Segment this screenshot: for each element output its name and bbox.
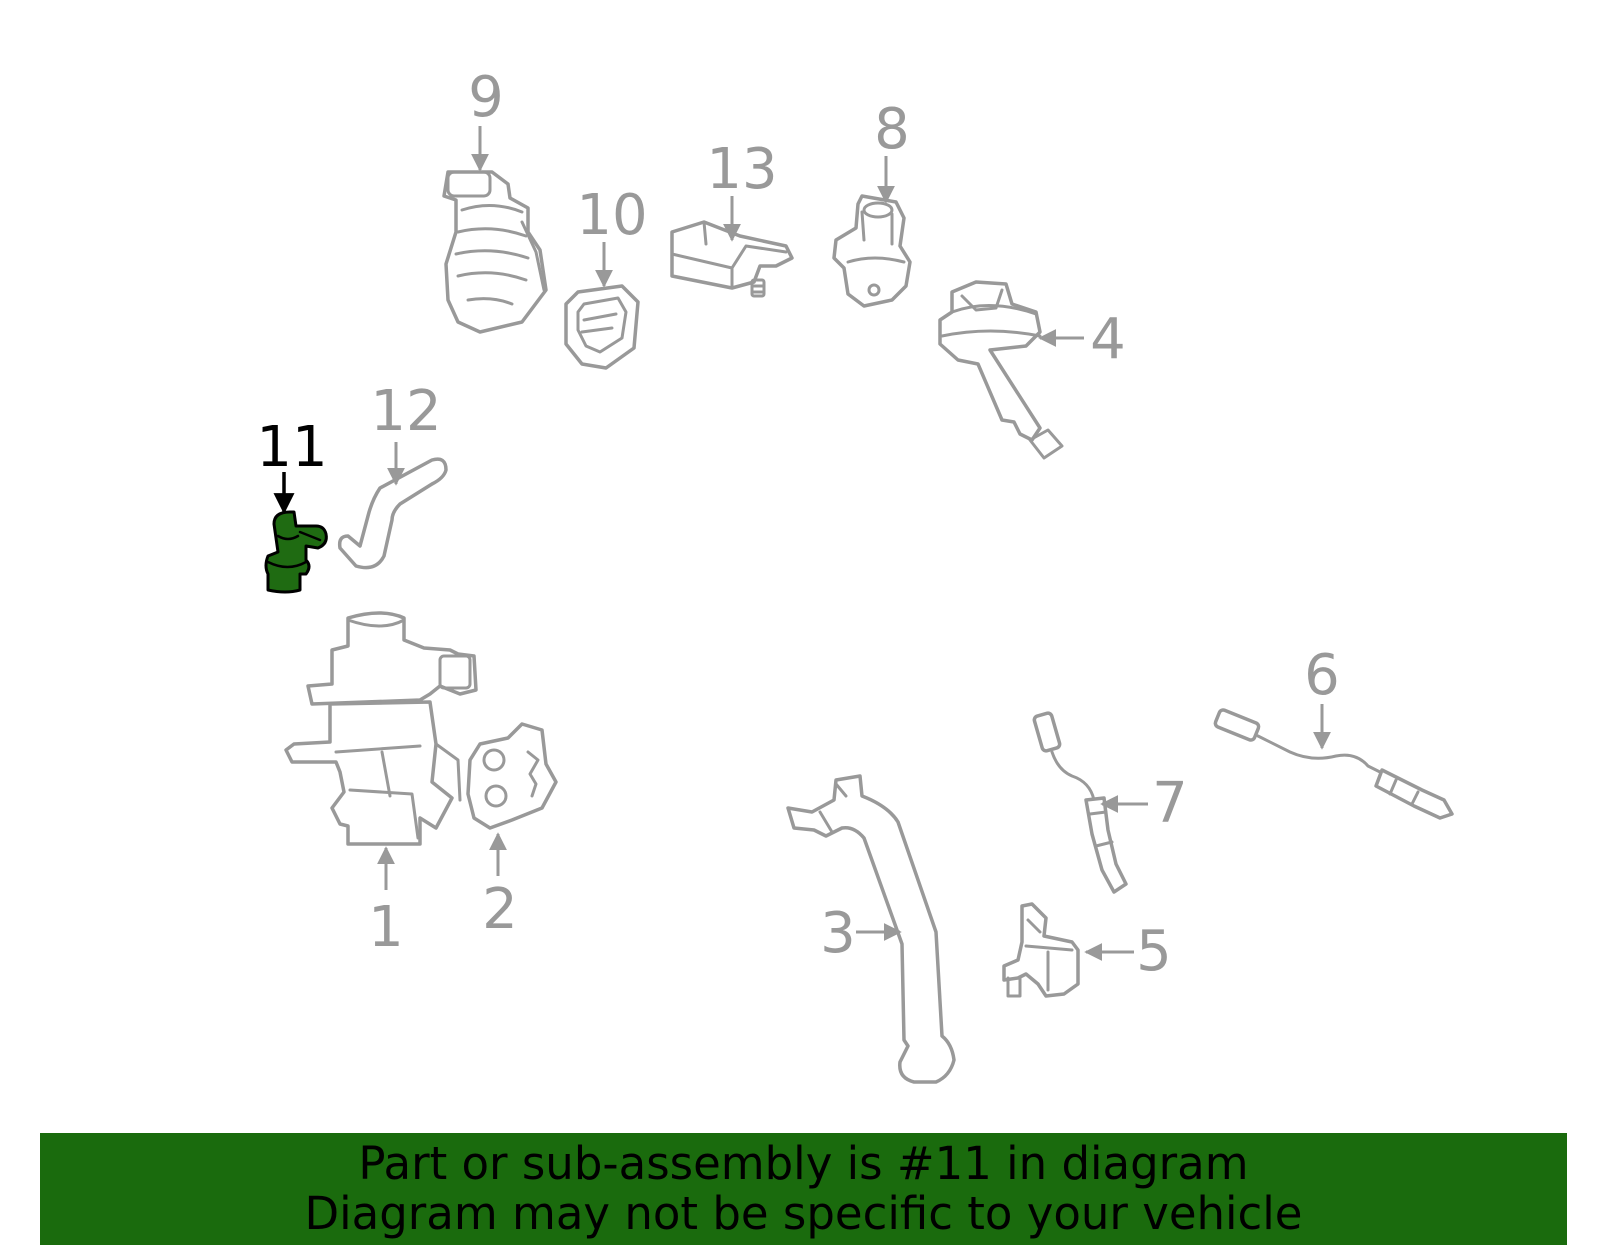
callout-12: 12	[370, 379, 441, 444]
part-5-solenoid[interactable]	[1002, 902, 1080, 998]
callout-labels: 9 10 13 8 4 12 11 1 2 3 5 7 6	[256, 65, 1339, 984]
callout-5: 5	[1136, 919, 1172, 984]
info-banner: Part or sub-assembly is #11 in diagram D…	[40, 1133, 1567, 1245]
part-1-egr-valve-assembly[interactable]	[284, 611, 478, 846]
part-7-oxygen-sensor[interactable]	[1032, 711, 1128, 894]
callout-7: 7	[1152, 771, 1188, 836]
banner-line-disclaimer: Diagram may not be specific to your vehi…	[304, 1187, 1303, 1240]
callout-9: 9	[468, 65, 504, 130]
part-4-vacuum-actuator[interactable]	[938, 280, 1064, 460]
part-8-position-sensor[interactable]	[832, 194, 912, 308]
part-9-egr-valve[interactable]	[442, 170, 548, 334]
part-12-hose[interactable]	[337, 457, 448, 570]
callout-3: 3	[820, 901, 856, 966]
callout-11: 11	[256, 415, 327, 480]
banner-line-part-number: Part or sub-assembly is #11 in diagram	[358, 1137, 1249, 1190]
part-2-gasket[interactable]	[466, 722, 558, 830]
callout-2: 2	[482, 877, 518, 942]
part-3-pipe[interactable]	[786, 774, 956, 1084]
leader-arrows	[273, 126, 1331, 961]
callout-13: 13	[706, 137, 777, 202]
part-10-gasket[interactable]	[564, 284, 640, 370]
part-11-fitting[interactable]	[264, 510, 328, 594]
callout-4: 4	[1090, 307, 1126, 372]
callout-6: 6	[1304, 643, 1340, 708]
part-6-oxygen-sensor[interactable]	[1213, 708, 1454, 820]
callout-8: 8	[874, 97, 910, 162]
callout-1: 1	[368, 895, 404, 960]
callout-10: 10	[576, 183, 647, 248]
